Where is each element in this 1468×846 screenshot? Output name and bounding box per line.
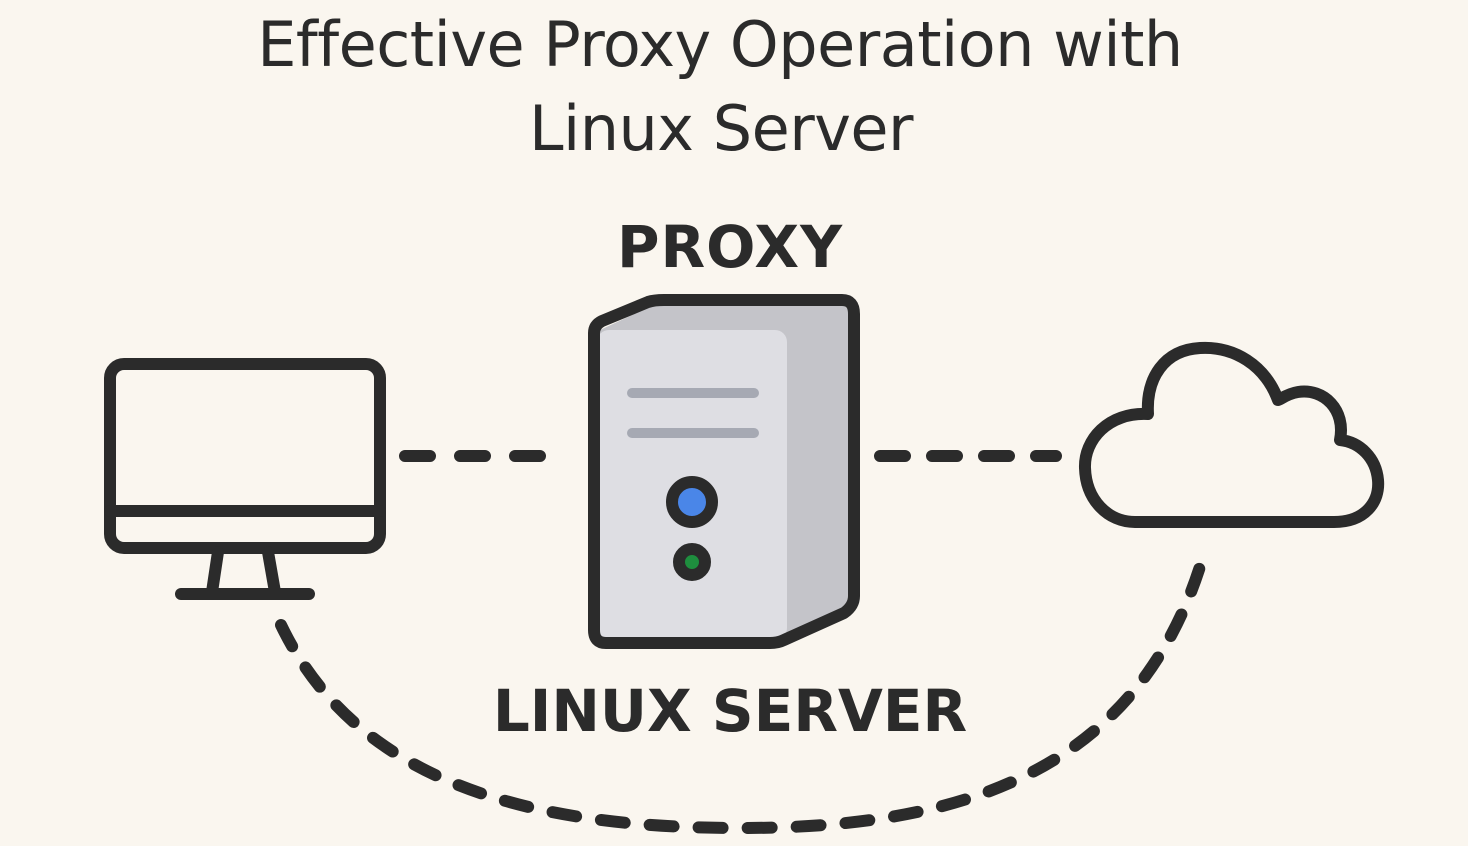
connector-client-internet-arc <box>275 544 1211 835</box>
proxy-label: PROXY <box>616 213 844 281</box>
monitor-stand-left <box>206 546 224 598</box>
cloud-icon <box>1079 341 1385 528</box>
server-led-green-icon <box>673 543 711 581</box>
desktop-monitor-icon <box>104 358 386 600</box>
linux-server-label: LINUX SERVER <box>492 677 968 745</box>
monitor-screen <box>104 358 386 554</box>
server-led-blue-icon <box>666 476 718 528</box>
server-tower-icon <box>588 294 860 649</box>
server-outline <box>588 294 860 649</box>
page-title-line-1: Effective Proxy Operation with <box>257 8 1183 81</box>
monitor-stand-right <box>262 546 281 598</box>
page-title-line-2: Linux Server <box>528 92 914 165</box>
